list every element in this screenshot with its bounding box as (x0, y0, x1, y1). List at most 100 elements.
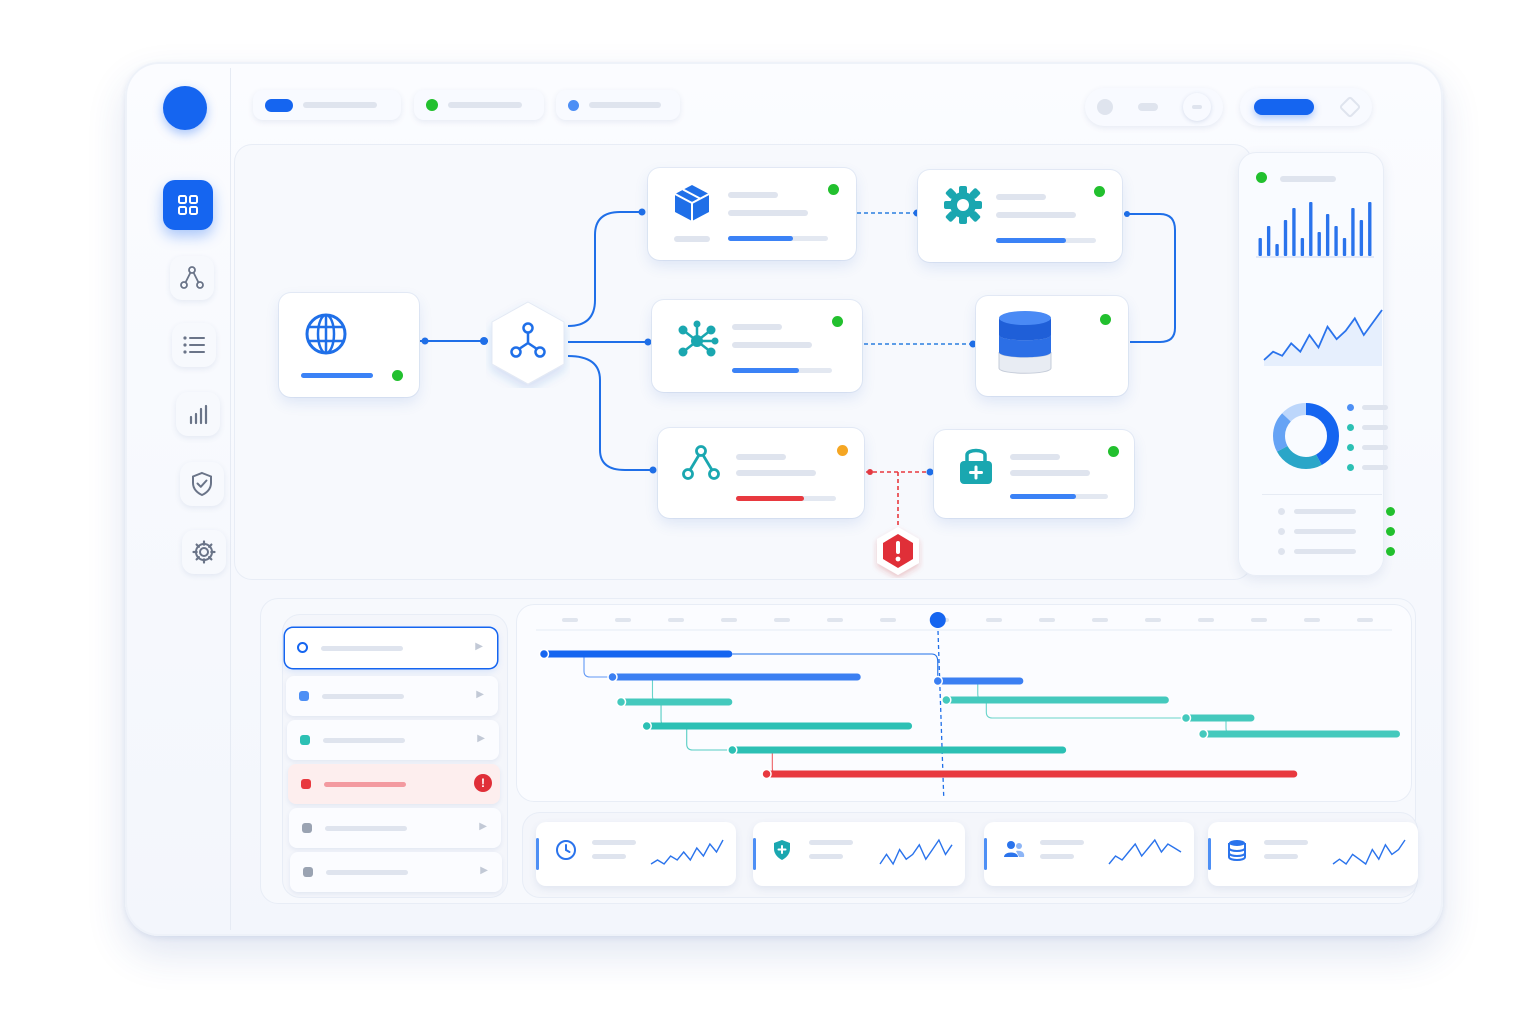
task-row[interactable]: ▶ (286, 676, 498, 716)
mini-bar (1368, 202, 1372, 256)
view-toggle-group[interactable] (1085, 88, 1223, 126)
donut-slice (1273, 403, 1339, 469)
status-dot (832, 316, 843, 327)
gantt-bar[interactable] (544, 650, 733, 658)
metric-card[interactable] (753, 822, 965, 886)
sidebar-item-network[interactable] (170, 256, 214, 300)
sidebar-item-list[interactable] (172, 323, 216, 367)
gantt-bar[interactable] (732, 746, 1067, 754)
gantt-bar-start-handle[interactable] (607, 671, 618, 683)
task-row[interactable]: ▶ (289, 808, 501, 848)
playhead-handle[interactable] (929, 612, 946, 628)
tab-overview[interactable] (253, 90, 401, 120)
status-row-bullet (1278, 528, 1285, 535)
status-chip (302, 823, 312, 833)
task-label (325, 826, 407, 831)
progress-fill (301, 373, 373, 378)
node-globe[interactable] (279, 293, 419, 397)
gantt-bar[interactable] (766, 770, 1298, 778)
gantt-bar-start-handle[interactable] (1197, 728, 1209, 740)
metric-card[interactable] (536, 822, 736, 886)
primary-action-button[interactable] (1254, 99, 1314, 115)
tab-label (303, 102, 377, 108)
legend-dot (1347, 444, 1354, 451)
toggle-circle[interactable] (1183, 93, 1211, 121)
gantt-bar[interactable] (937, 677, 1024, 685)
tab-status[interactable] (414, 90, 544, 120)
alert-icon (883, 534, 913, 568)
gantt-bar[interactable] (1186, 714, 1255, 722)
gantt-bar[interactable] (621, 698, 733, 706)
ruler-tick (1357, 618, 1373, 622)
gantt-bar[interactable] (1203, 730, 1400, 738)
gantt-bar-start-handle[interactable] (538, 648, 550, 660)
metric-value (1040, 854, 1074, 859)
gantt-bar[interactable] (646, 722, 913, 730)
node-molecule[interactable] (652, 300, 862, 392)
ruler-tick (1092, 618, 1108, 622)
legend-label (1362, 465, 1388, 470)
metric-accent (984, 838, 987, 870)
node-title (736, 454, 786, 460)
gantt-bar-start-handle[interactable] (615, 696, 627, 708)
node-gear[interactable] (918, 170, 1122, 262)
cube-icon (674, 185, 710, 221)
gantt-timeline (536, 612, 1400, 799)
status-dot (1108, 446, 1119, 457)
node-subtitle (1010, 470, 1090, 476)
toggle-bar[interactable] (1138, 103, 1158, 111)
node-lock[interactable] (934, 430, 1134, 518)
status-row-dot (1386, 527, 1395, 536)
donut-slice (1273, 403, 1339, 469)
toggle-knob[interactable] (1097, 99, 1113, 115)
task-row[interactable]: ! (288, 764, 500, 804)
gantt-bar-start-handle[interactable] (1180, 712, 1192, 724)
mini-bar (1342, 238, 1347, 256)
sparkline (1332, 839, 1406, 866)
status-row-bullet (1278, 548, 1285, 555)
gantt-bar-start-handle[interactable] (941, 694, 952, 706)
gantt-bar-start-handle[interactable] (761, 768, 772, 780)
status-chip (299, 691, 309, 701)
sidebar-item-analytics[interactable] (176, 392, 220, 436)
node-cube[interactable] (648, 168, 856, 260)
node-subtitle (728, 210, 808, 216)
metric-card[interactable] (984, 822, 1194, 886)
node-title (732, 324, 782, 330)
metric-value (809, 854, 843, 859)
node-progress (732, 368, 832, 373)
metric-value (592, 854, 626, 859)
mini-bar (1317, 232, 1321, 256)
gantt-bar-start-handle[interactable] (641, 720, 652, 732)
legend-label (1362, 405, 1388, 410)
gantt-bar[interactable] (612, 673, 861, 681)
app-logo[interactable] (163, 86, 207, 130)
sidebar-item-dashboard[interactable] (163, 180, 213, 230)
tab-indicator (265, 98, 293, 112)
tab-info[interactable] (556, 90, 680, 120)
sidebar-item-security[interactable] (180, 462, 224, 506)
task-row[interactable]: ▶ (290, 852, 502, 892)
gantt-bar[interactable] (946, 696, 1169, 704)
task-row[interactable]: ▶ (285, 628, 497, 668)
task-row[interactable]: ▶ (287, 720, 499, 760)
ruler-tick (986, 618, 1002, 622)
sparkline-series (879, 838, 953, 866)
sparkline (1108, 838, 1182, 865)
node-alert[interactable] (872, 524, 924, 578)
mini-line-series (1263, 309, 1383, 361)
gantt-bar-start-handle[interactable] (932, 675, 944, 687)
ruler-tick (1039, 618, 1055, 622)
sidebar-item-settings[interactable] (182, 530, 226, 574)
status-row-label (1294, 549, 1356, 554)
node-hub[interactable] (486, 298, 570, 388)
progress-fill (1010, 494, 1076, 499)
metric-card[interactable] (1208, 822, 1418, 886)
dependency-connector (583, 654, 613, 678)
mini-bar (1275, 244, 1279, 256)
gantt-bar-start-handle[interactable] (727, 744, 738, 756)
node-share[interactable] (658, 428, 864, 518)
donut-chart (1273, 403, 1339, 469)
grid-icon (178, 195, 198, 215)
node-database[interactable] (976, 296, 1128, 396)
